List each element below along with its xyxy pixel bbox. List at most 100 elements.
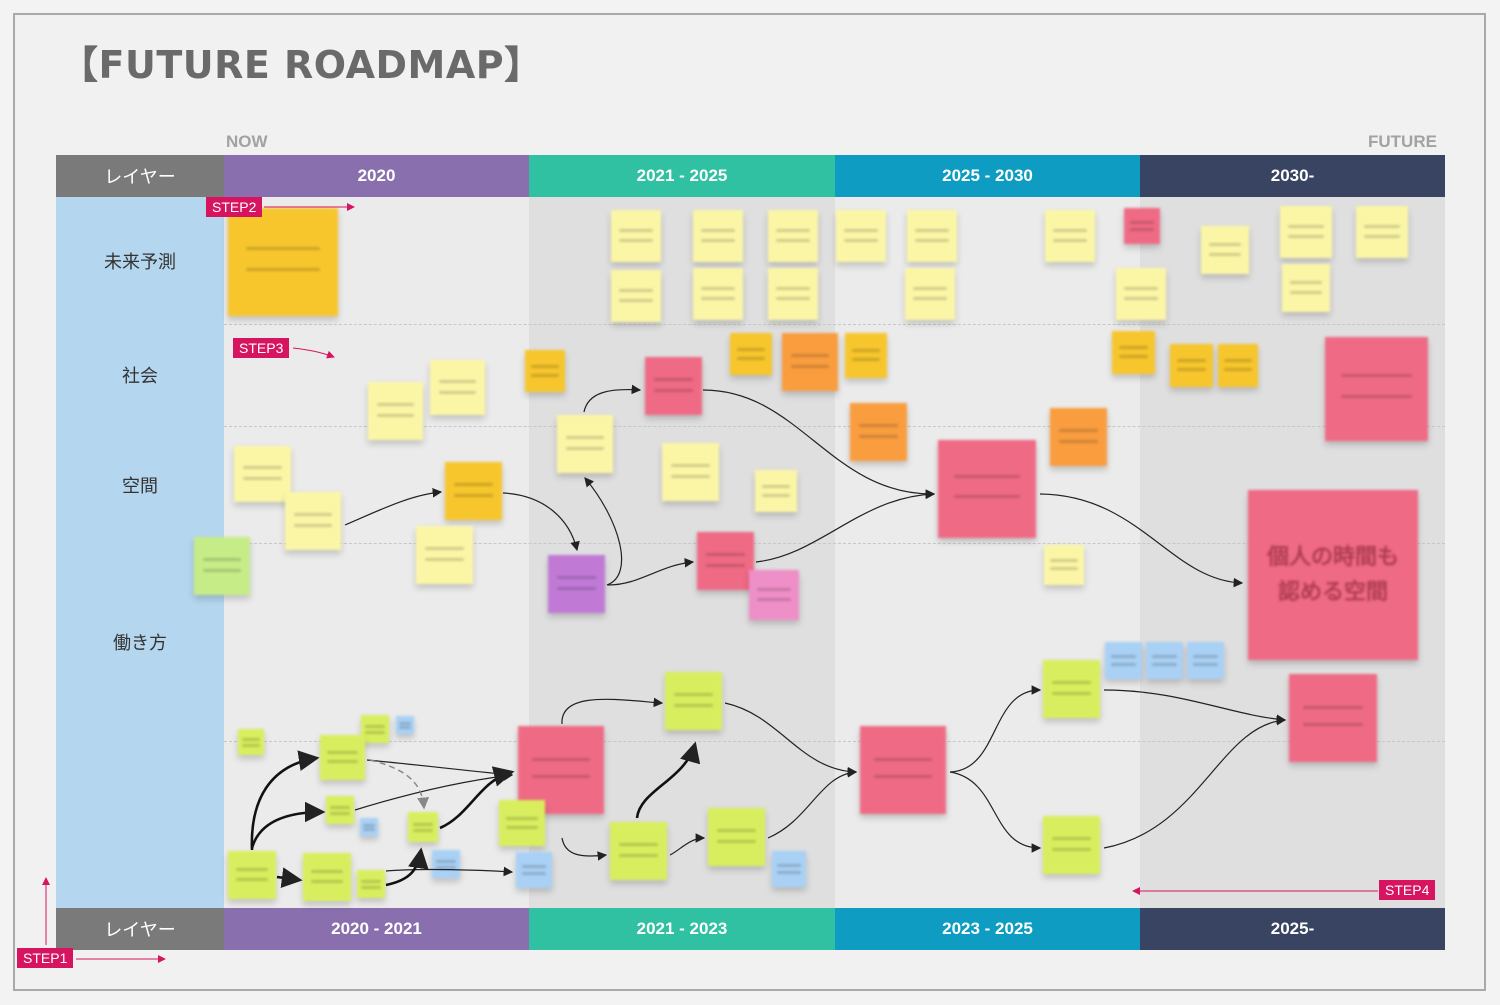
connector-arrow [1039,493,1244,588]
sticky-note[interactable] [516,852,552,888]
sticky-note[interactable] [1282,264,1330,312]
sticky-note[interactable] [611,210,661,262]
sticky-note[interactable] [1105,642,1142,679]
sticky-note[interactable] [1043,816,1100,874]
sticky-note[interactable] [1112,331,1155,374]
future-label: FUTURE [1368,132,1437,151]
sticky-note[interactable] [368,382,423,440]
sticky-note[interactable] [1050,408,1107,466]
sticky-note[interactable] [228,208,338,316]
sticky-note[interactable] [1280,206,1332,258]
sticky-note[interactable] [1356,206,1408,258]
sticky-note[interactable] [1146,642,1183,679]
period-header-top-1: 2020 [224,155,529,197]
connector-arrow [702,389,936,499]
sticky-note[interactable] [845,333,887,378]
sticky-note[interactable] [836,210,886,262]
sticky-note[interactable] [1289,674,1377,762]
sticky-note[interactable] [730,333,772,375]
sticky-note[interactable] [432,850,460,878]
sticky-note[interactable] [1043,660,1100,718]
sticky-note[interactable] [525,350,565,392]
sticky-note[interactable] [1044,545,1084,585]
period-header-top-2: 2021 - 2025 [529,155,835,197]
sticky-note[interactable] [361,715,389,743]
sticky-note[interactable] [860,726,946,814]
sticky-note[interactable] [772,851,806,887]
sticky-note[interactable] [320,735,365,780]
sticky-note[interactable] [749,570,799,620]
sticky-note[interactable] [782,333,838,391]
row-divider [224,324,1445,325]
sticky-note[interactable] [610,822,667,880]
connector-arrow [669,833,706,856]
sticky-note[interactable] [907,210,957,262]
page-title: 【FUTURE ROADMAP】 [60,43,543,87]
sticky-note[interactable] [396,716,414,734]
sticky-note[interactable] [1201,226,1249,274]
step3-arrow [292,347,335,359]
sticky-note[interactable] [755,470,797,512]
connector-arrow [607,557,695,586]
sticky-note[interactable] [1124,208,1160,244]
sticky-note[interactable] [665,672,722,730]
sticky-note[interactable] [693,210,743,262]
connector-arrow [344,488,443,526]
row-divider [224,741,1445,742]
sticky-note[interactable] [1187,642,1224,679]
sticky-note[interactable] [285,492,341,550]
sticky-note[interactable] [768,268,818,320]
connector-arrow [755,489,936,563]
sticky-note[interactable] [360,818,378,836]
sticky-note[interactable] [326,796,354,824]
sticky-note[interactable] [708,808,765,866]
sticky-note[interactable] [234,446,291,502]
sticky-note[interactable] [697,532,754,590]
sticky-note[interactable] [548,555,605,613]
sticky-note[interactable] [194,537,250,595]
sticky-note-large[interactable]: 個人の時間も 認める空間 [1248,490,1418,660]
sticky-note[interactable] [430,360,485,415]
connector-arrow [583,384,642,413]
layer-row-workstyle: 働き方 [56,543,224,741]
period-header-bottom-1: 2020 - 2021 [224,908,529,950]
connector-arrow [949,685,1042,773]
layer-row-bottom [56,741,224,908]
sticky-note[interactable] [905,268,955,320]
period-header-top-3: 2025 - 2030 [835,155,1140,197]
sticky-note[interactable] [768,210,818,262]
connector-arrow-bold [385,847,429,887]
period-header-bottom-4: 2025- [1140,908,1445,950]
sticky-note[interactable] [850,403,907,461]
sticky-note[interactable] [445,462,502,520]
layer-row-society: 社会 [56,324,224,426]
connector-arrow-bold [439,766,515,830]
sticky-note[interactable] [611,270,661,322]
step3-label: STEP3 [233,338,290,358]
sticky-note[interactable] [238,729,264,755]
step4-label: STEP4 [1379,880,1436,900]
sticky-note[interactable] [518,726,604,814]
sticky-note[interactable] [303,853,351,901]
sticky-note[interactable] [938,440,1036,538]
connector-arrow [584,477,623,586]
sticky-note[interactable] [408,812,438,842]
sticky-note[interactable] [1325,337,1428,441]
sticky-note[interactable] [557,415,613,473]
sticky-note[interactable] [1218,344,1258,387]
sticky-note[interactable] [499,800,545,846]
sticky-note[interactable] [645,357,702,415]
sticky-note[interactable] [1170,344,1213,387]
connector-arrow [724,702,858,777]
sticky-note[interactable] [1045,210,1095,262]
connector-arrow-bold [250,801,326,849]
sticky-note[interactable] [662,443,719,501]
now-label: NOW [226,132,268,151]
period-header-bottom-3: 2023 - 2025 [835,908,1140,950]
sticky-note[interactable] [693,268,743,320]
sticky-note[interactable] [228,851,276,899]
sticky-note[interactable] [1116,268,1166,320]
sticky-note[interactable] [357,870,385,898]
layer-row-forecast: 未来予測 [56,197,224,324]
sticky-note[interactable] [416,526,473,584]
